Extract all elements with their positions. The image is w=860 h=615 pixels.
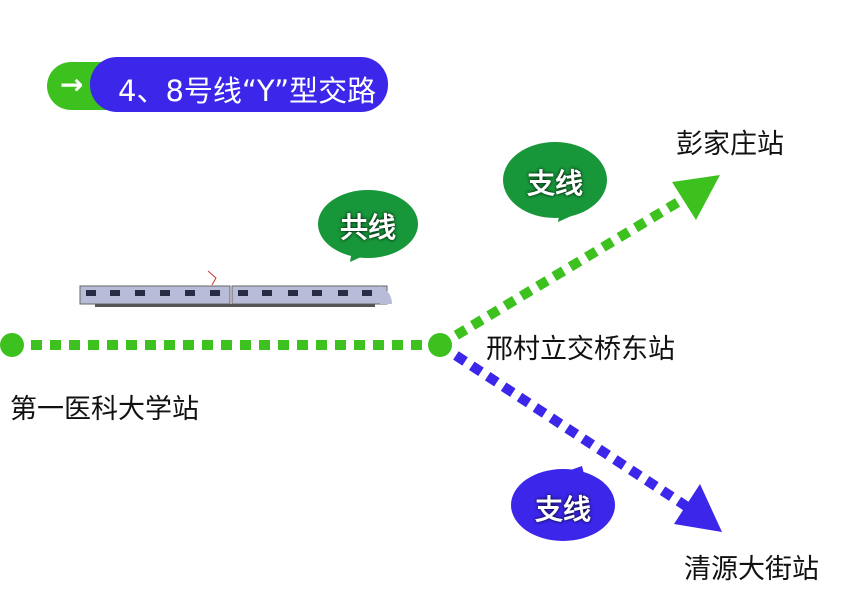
bubble-branch-top-text: 支线: [527, 167, 584, 200]
bubble-branch-bottom: [511, 466, 615, 541]
south-arrow-icon: [674, 484, 722, 532]
station-label-north: 彭家庄站: [676, 129, 784, 160]
arrow-right-icon: →: [60, 68, 84, 101]
train-icon: [79, 270, 392, 307]
bubble-branch-top: [503, 142, 607, 222]
station-label-start: 第一医科大学站: [10, 394, 199, 425]
bubble-branch-bottom-text: 支线: [535, 493, 592, 526]
diagram-title: 4、8号线“Y”型交路: [118, 74, 377, 108]
north-branch-line: [437, 190, 693, 350]
bubble-shared: [318, 190, 418, 262]
station-label-junction: 邢村立交桥东站: [486, 334, 675, 365]
junction-station-dot: [428, 333, 452, 357]
station-label-south: 清源大街站: [684, 554, 819, 585]
north-arrow-icon: [672, 175, 720, 220]
bubble-shared-text: 共线: [340, 211, 397, 244]
start-station-dot: [0, 333, 24, 357]
title-pill-blue: [90, 57, 388, 112]
south-branch-line: [437, 340, 695, 515]
